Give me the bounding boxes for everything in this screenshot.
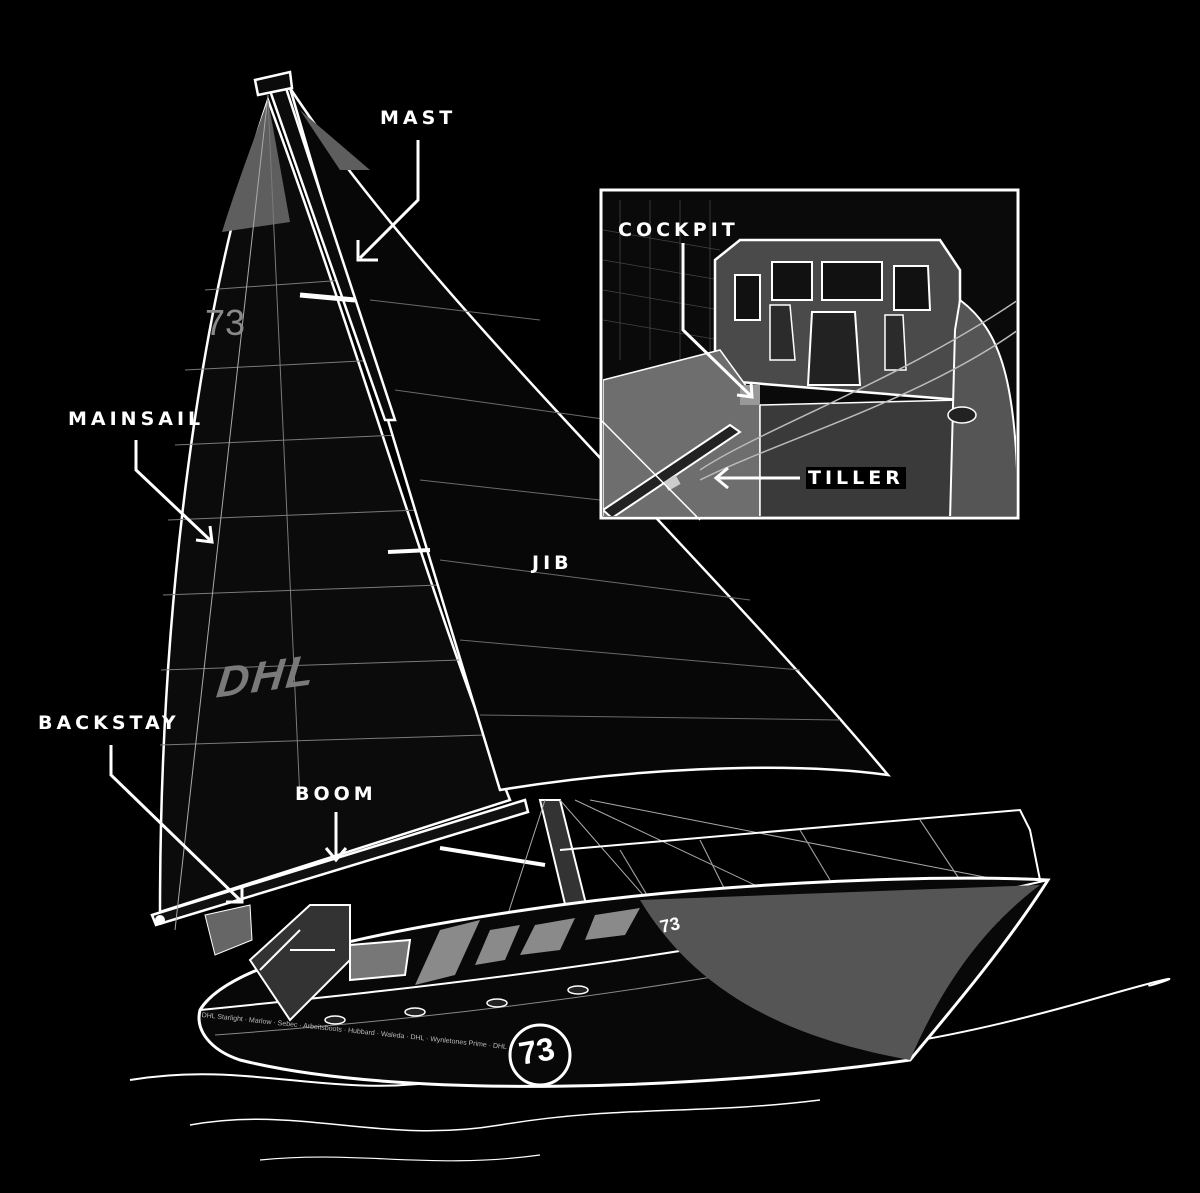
portholes xyxy=(324,985,589,1025)
label-mainsail: MAINSAIL xyxy=(68,408,205,430)
jib-seams xyxy=(369,299,841,721)
mainsail-seams xyxy=(159,99,486,801)
pulpit-stanchions xyxy=(619,819,961,901)
jib-head-patch xyxy=(300,110,370,170)
label-boom: BOOM xyxy=(295,783,377,805)
label-mast: MAST xyxy=(380,107,457,129)
label-backstay: BACKSTAY xyxy=(38,712,180,734)
stern-flag xyxy=(204,904,253,956)
label-tiller: TILLER xyxy=(806,467,906,489)
hull-number-circle xyxy=(508,1023,572,1087)
pulpit-rail xyxy=(559,808,1041,881)
mast xyxy=(253,70,431,554)
hull-number: 73 xyxy=(516,1030,558,1072)
doghouse xyxy=(248,904,412,1022)
label-jib: JIB xyxy=(532,552,573,574)
deck-panels xyxy=(415,908,640,985)
jib-shape xyxy=(288,87,892,792)
label-cockpit: COCKPIT xyxy=(618,219,739,241)
sail-number: 73 xyxy=(205,302,246,343)
hull xyxy=(197,876,1051,1088)
inset-connector xyxy=(600,419,701,521)
leader-lines xyxy=(109,140,420,904)
deck-number: 73 xyxy=(658,913,682,937)
boom xyxy=(150,798,546,927)
